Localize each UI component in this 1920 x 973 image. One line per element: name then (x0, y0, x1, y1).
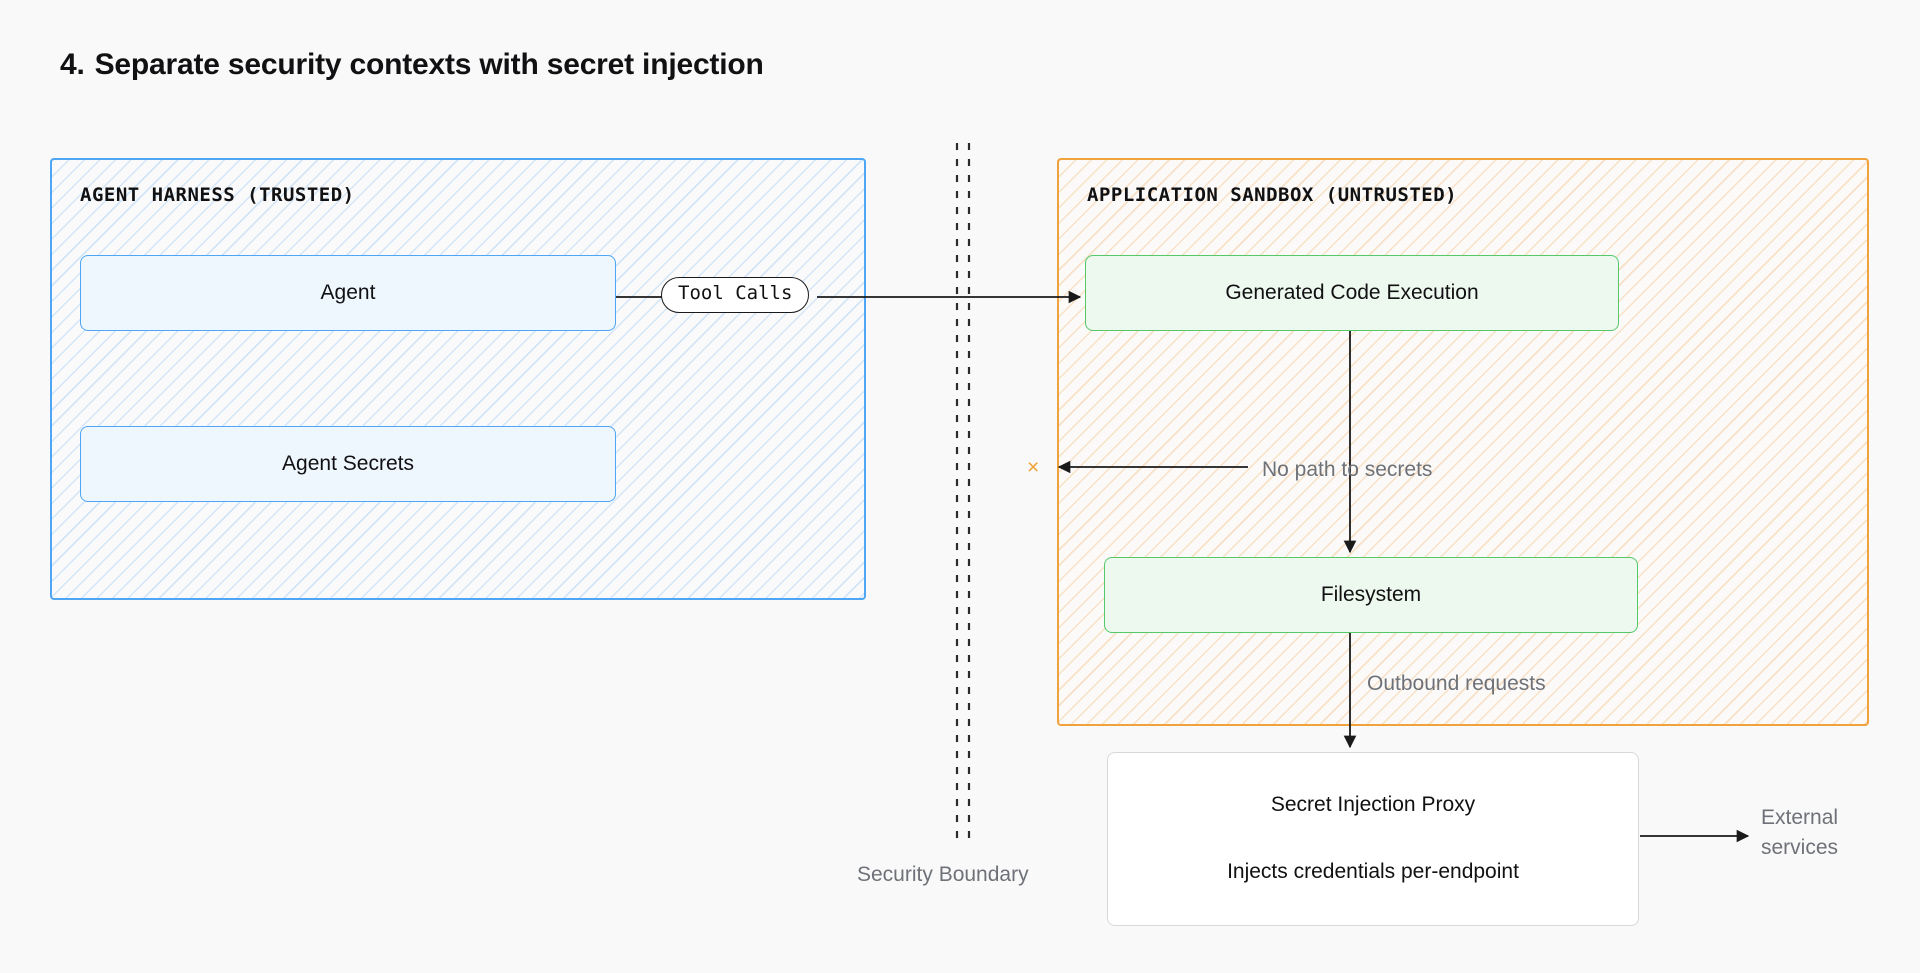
blocked-x-icon: × (1027, 456, 1040, 479)
edge-label-no-path-to-secrets: No path to secrets (1262, 458, 1433, 481)
edge-label-external-services: External services (1761, 806, 1839, 859)
zone-agent-harness-trusted: AGENT HARNESS (TRUSTED) (50, 158, 866, 600)
zone-label-trusted: AGENT HARNESS (TRUSTED) (80, 184, 355, 206)
node-agent-secrets[interactable]: Agent Secrets (80, 426, 616, 502)
title-number: 4. (60, 48, 85, 81)
node-secret-injection-proxy[interactable]: Secret Injection Proxy Injects credentia… (1107, 752, 1639, 926)
node-generated-code-execution-label: Generated Code Execution (1225, 280, 1479, 304)
title-text: Separate security contexts with secret i… (94, 48, 764, 81)
node-filesystem-label: Filesystem (1320, 582, 1422, 606)
node-agent[interactable]: Agent (80, 255, 616, 331)
zone-application-sandbox-untrusted: APPLICATION SANDBOX (UNTRUSTED) (1057, 158, 1869, 726)
node-proxy-subtitle: Injects credentials per-endpoint (1227, 860, 1519, 884)
node-filesystem[interactable]: Filesystem (1104, 557, 1638, 633)
security-boundary-label: Security Boundary (857, 863, 1029, 886)
node-proxy-title: Secret Injection Proxy (1270, 793, 1476, 817)
zone-label-untrusted: APPLICATION SANDBOX (UNTRUSTED) (1087, 184, 1458, 206)
node-agent-secrets-label: Agent Secrets (282, 451, 414, 475)
node-generated-code-execution[interactable]: Generated Code Execution (1085, 255, 1619, 331)
edge-label-outbound-requests: Outbound requests (1367, 672, 1546, 695)
page-title: 4. Separate security contexts with secret… (60, 48, 764, 82)
node-agent-label: Agent (320, 280, 376, 304)
edge-label-tool-calls[interactable]: Tool Calls (661, 277, 810, 313)
